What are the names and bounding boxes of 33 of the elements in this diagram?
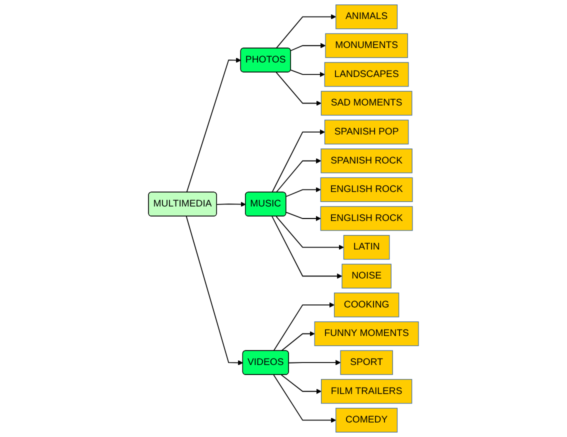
arrow [273,302,335,352]
node-box: SAD MOMENTS [320,90,412,116]
arrow [286,212,321,222]
arrow [276,216,344,250]
arrow [273,374,336,423]
node-box: ENGLISH ROCK [320,206,413,231]
node-box: COMEDY [336,408,398,432]
arrow [276,72,322,106]
arrow [276,14,336,49]
arrow [186,216,244,366]
node-box: FUNNY MOMENTS [314,321,419,346]
arrow [290,42,326,52]
node-box: SPANISH POP [324,120,409,144]
arrow [280,374,322,394]
arrow [290,70,325,78]
node-box: LANDSCAPES [324,62,409,87]
node-box: ANIMALS [336,4,398,30]
node-box: SPANISH ROCK [320,148,412,174]
node-box: ENGLISH ROCK [320,177,413,202]
node-box: NOISE [342,264,392,288]
arrow [272,129,325,193]
arrow [280,331,315,352]
node-box: COOKING [334,292,400,318]
arrow [186,58,242,193]
node-box: FILM TRAILERS [321,379,412,404]
arrow [276,158,322,193]
arrow [216,202,246,207]
node-box: LATIN [343,235,390,260]
arrow [288,360,341,366]
arrow [272,216,342,279]
arrow [286,187,321,197]
node-box: SPORT [340,350,393,375]
node-box: MONUMENTS [325,33,408,58]
